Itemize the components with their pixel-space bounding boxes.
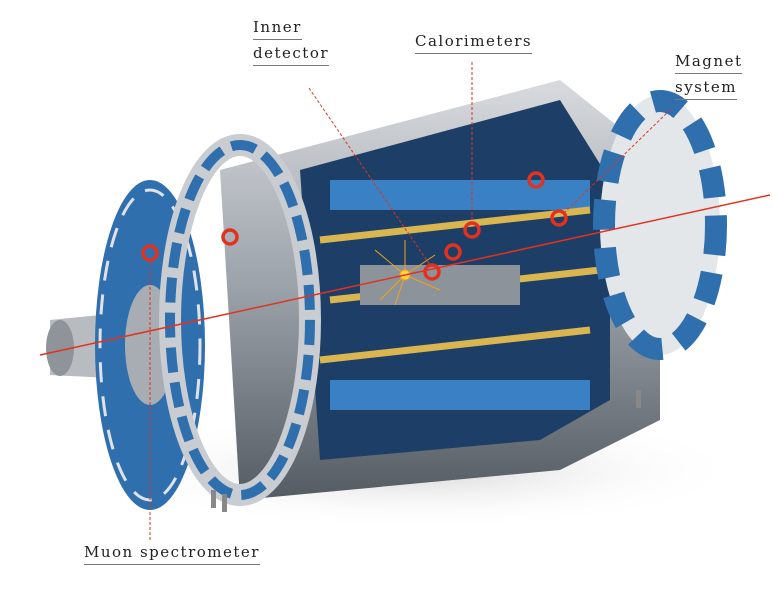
label-muon-spectrometer: Muon spectrometer [84, 541, 260, 567]
middle-wheel [159, 134, 321, 506]
label-line: Inner [253, 16, 302, 40]
leader-lines [149, 62, 671, 540]
beam-line [39, 194, 771, 356]
human-figures [211, 390, 641, 512]
label-line: Calorimeters [415, 30, 533, 54]
label-magnet-system: Magnet system [675, 50, 743, 102]
label-line: Muon spectrometer [84, 541, 260, 565]
label-line: Magnet [675, 50, 743, 74]
label-line: detector [253, 42, 330, 66]
beam-pipe-end [46, 320, 74, 376]
label-inner-detector: Inner detector [253, 16, 330, 68]
right-endcap-wheel [593, 90, 727, 360]
label-markers [141, 171, 568, 281]
label-calorimeters: Calorimeters [415, 30, 533, 56]
label-line: system [675, 76, 737, 100]
